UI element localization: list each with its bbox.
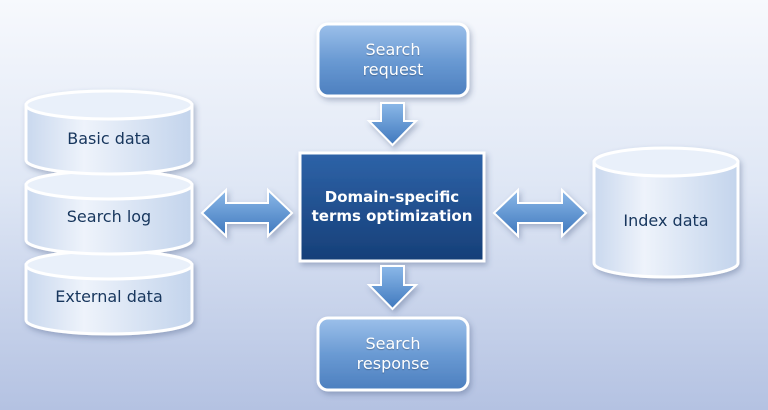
- search-response-label: Search response: [318, 318, 468, 390]
- core-process-line-1: Domain-specific: [324, 188, 460, 207]
- search-request-line-2: request: [362, 60, 424, 79]
- cylinder-basic-data: [24, 89, 194, 176]
- core-process-label: Domain-specific terms optimization: [300, 153, 484, 261]
- core-process-box: [298, 151, 486, 263]
- arrow-down-request-to-core: [366, 102, 419, 147]
- search-response-box: [316, 316, 470, 392]
- search-request-box: [316, 22, 470, 98]
- search-response-line-1: Search: [365, 334, 421, 353]
- search-request-label: Search request: [318, 24, 468, 96]
- basic-data-label: Basic data: [67, 129, 151, 148]
- external-data-label: External data: [55, 287, 163, 306]
- search-response-line-2: response: [356, 354, 430, 373]
- cylinder-index-data: [592, 146, 740, 279]
- index-data-label: Index data: [623, 211, 709, 230]
- double-arrow-core-index: [492, 187, 588, 239]
- cylinder-search-log: [24, 169, 194, 256]
- search-log-label: Search log: [66, 207, 152, 226]
- search-request-line-1: Search: [365, 40, 421, 59]
- left-database-stack: [24, 89, 194, 336]
- arrow-down-core-to-response: [366, 265, 419, 311]
- core-process-line-2: terms optimization: [311, 207, 473, 225]
- double-arrow-stack-core: [200, 187, 294, 239]
